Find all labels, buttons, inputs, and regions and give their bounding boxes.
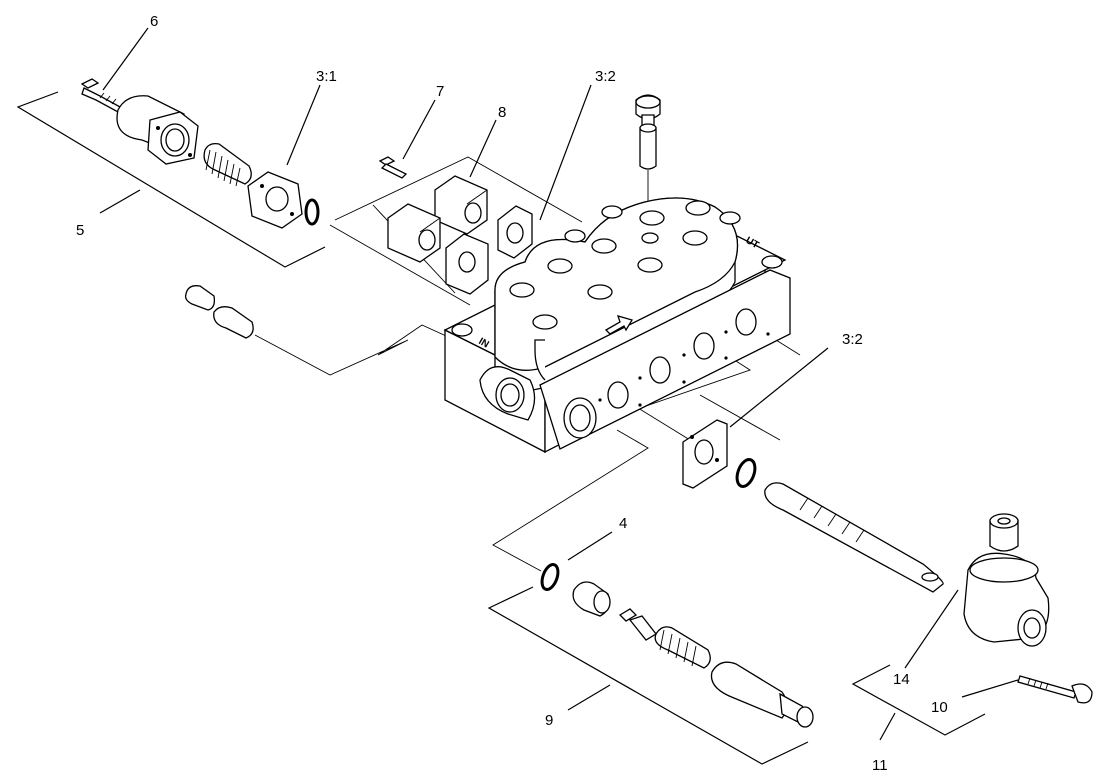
block-part-8-lower [387,203,441,263]
leader-5 [99,189,141,214]
guide-lower [492,429,649,572]
leader-10 [961,679,1019,698]
flange-plate-3-1 [247,171,303,229]
in-stamp: IN [477,336,491,351]
lever-housing-part-14 [963,513,1050,647]
cap-part [572,581,611,617]
leader-3-2-right [729,347,829,428]
label-7: 7 [436,83,444,100]
label-11: 11 [872,757,888,774]
label-3-1: 3:1 [316,68,337,85]
leader-11 [879,712,896,741]
label-8: 8 [498,104,506,121]
leader-6 [102,27,149,91]
spring-part [203,142,252,187]
valve-cartridge [710,661,814,728]
plate-part-upper [497,205,533,259]
plate-part-lower [445,233,489,295]
label-10: 10 [931,699,948,716]
guide-plug-left [254,324,456,376]
o-ring-right [735,458,757,488]
cover-plate-3-2-right [682,419,728,489]
bracket-5 [16,91,326,268]
valve-body: IN UT [443,197,791,454]
screw-part-10 [1017,675,1093,704]
leader-9 [567,684,611,711]
label-5: 5 [76,222,84,239]
spring-part-9 [654,626,711,669]
label-3-2-right: 3:2 [842,331,863,348]
bracket-11 [851,664,986,736]
label-3-2-top: 3:2 [595,68,616,85]
label-9: 9 [545,712,553,729]
o-ring-part-4 [540,563,560,591]
guide-plates [334,156,583,223]
leader-14 [904,589,959,669]
spool [764,482,944,593]
screw-part-7 [378,156,408,179]
label-14: 14 [893,671,910,688]
leader-3-1 [286,84,321,166]
guide-left-group [329,224,471,306]
guide-front-2 [699,394,781,441]
label-6: 6 [150,13,158,30]
block-part-8-upper [434,175,488,235]
plug-left [184,285,254,339]
leader-3-2-top [539,84,592,221]
leader-8 [469,119,497,178]
plug-top [635,94,661,170]
screw-part-6 [80,78,124,113]
poppet-part [618,608,657,641]
bracket-9 [487,586,809,765]
label-4: 4 [619,515,627,532]
solenoid-housing [116,95,199,165]
o-ring-left [304,198,320,226]
leader-4 [567,531,613,561]
leader-7 [402,99,436,160]
